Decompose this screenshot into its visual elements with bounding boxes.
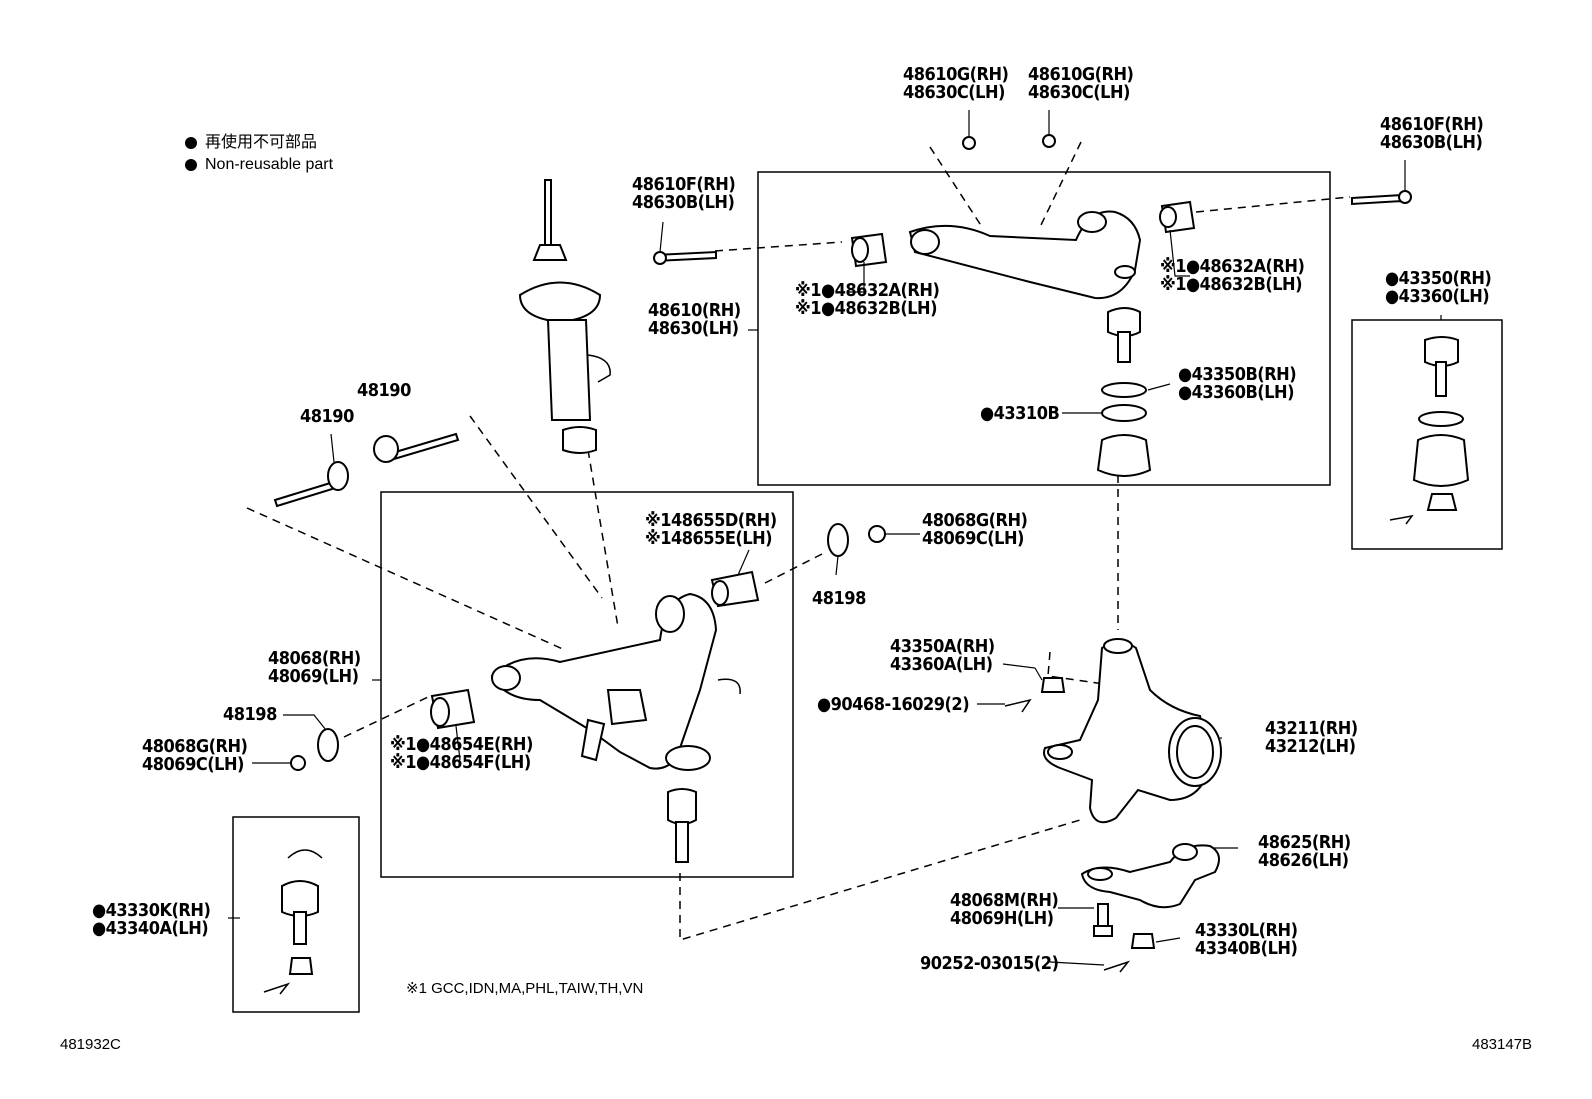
shock-absorber xyxy=(518,179,611,454)
footnote: ※1 GCC,IDN,MA,PHL,TAIW,TH,VN xyxy=(406,980,644,997)
label-nut-left: 48068G(RH)48069C(LH) xyxy=(142,736,248,775)
label-washer-top: 48198 xyxy=(812,588,866,609)
dash-line xyxy=(764,551,827,584)
legend-row-en: Non-reusable part xyxy=(185,154,333,176)
lower-control-arm xyxy=(290,523,886,863)
label-upper-arm: 48610(RH)48630(LH) xyxy=(648,300,741,339)
upper-control-arm xyxy=(653,134,1412,300)
label-cotter-pin-1: ●90468-16029(2) xyxy=(817,694,970,715)
non-reusable-dot-icon xyxy=(185,159,197,171)
lower-balljoint-box xyxy=(232,816,360,1013)
label-bracket-nut: 43330L(RH)43340B(LH) xyxy=(1195,920,1298,959)
label-upper-bush-right: ※1●48632A(RH)※1●48632B(LH) xyxy=(1160,256,1305,295)
leader-lines xyxy=(228,110,1442,966)
dash-line xyxy=(1040,141,1082,226)
label-cam-bolt-1: 48190 xyxy=(357,380,411,401)
label-cam-bolt-2: 48190 xyxy=(300,406,354,427)
label-bracket-bolt: 48068M(RH)48069H(LH) xyxy=(950,890,1059,929)
label-balljoint-kit: ●43350(RH)●43360(LH) xyxy=(1385,268,1492,307)
legend: 再使用不可部品 Non-reusable part xyxy=(185,132,333,176)
label-upper-balljoint: ●43350B(RH)●43360B(LH) xyxy=(1178,364,1297,403)
label-upper-bolt-right: 48610F(RH)48630B(LH) xyxy=(1380,114,1484,153)
illustration-code-left: 481932C xyxy=(60,1036,121,1053)
label-upper-nut-2: 48610G(RH)48630C(LH) xyxy=(1028,64,1134,103)
steering-knuckle xyxy=(1004,638,1222,824)
dash-line xyxy=(1195,196,1351,213)
label-nut-top: 48068G(RH)48069C(LH) xyxy=(922,510,1028,549)
legend-row-jp: 再使用不可部品 xyxy=(185,132,333,154)
upper-ball-joint-parts xyxy=(1096,307,1152,477)
ball-joint-kit-parts xyxy=(1389,336,1470,525)
label-lower-balljoint: ●43330K(RH)●43340A(LH) xyxy=(92,900,211,939)
legend-en-text: Non-reusable part xyxy=(205,156,334,173)
cam-bolts xyxy=(273,432,460,508)
label-washer-left: 48198 xyxy=(223,704,277,725)
dash-line xyxy=(587,449,619,628)
label-lower-arm: 48068(RH)48069(LH) xyxy=(268,648,361,687)
legend-jp-text: 再使用不可部品 xyxy=(205,134,318,151)
dash-line xyxy=(246,507,566,651)
dash-line xyxy=(714,241,843,252)
dash-line xyxy=(1047,651,1119,687)
dash-line xyxy=(343,696,429,738)
label-lower-bush-upper: ※148655D(RH)※148655E(LH) xyxy=(645,510,777,549)
label-knuckle-nut: 43350A(RH)43360A(LH) xyxy=(890,636,995,675)
lower-ball-joint-parts xyxy=(263,849,323,995)
balljoint-kit-box xyxy=(1351,319,1503,550)
label-upper-bush-left: ※1●48632A(RH)※1●48632B(LH) xyxy=(795,280,940,319)
illustration-code-right: 483147B xyxy=(1472,1036,1533,1053)
label-cotter-pin-2: 90252-03015(2) xyxy=(920,953,1059,974)
label-upper-boot: ●43310B xyxy=(980,403,1060,424)
dash-line xyxy=(469,415,603,599)
lower-arm-group-box xyxy=(380,491,794,878)
arm-bracket xyxy=(1080,843,1220,973)
label-upper-nut: 48610G(RH)48630C(LH) xyxy=(903,64,1009,103)
dash-line xyxy=(929,146,983,228)
label-knuckle: 43211(RH)43212(LH) xyxy=(1265,718,1358,757)
non-reusable-dot-icon xyxy=(185,137,197,149)
label-arm-bracket: 48625(RH)48626(LH) xyxy=(1258,832,1351,871)
label-lower-bush-lower: ※1●48654E(RH)※1●48654F(LH) xyxy=(390,734,533,773)
label-upper-bolt-left: 48610F(RH)48630B(LH) xyxy=(632,174,736,213)
upper-arm-group-box xyxy=(757,171,1331,486)
